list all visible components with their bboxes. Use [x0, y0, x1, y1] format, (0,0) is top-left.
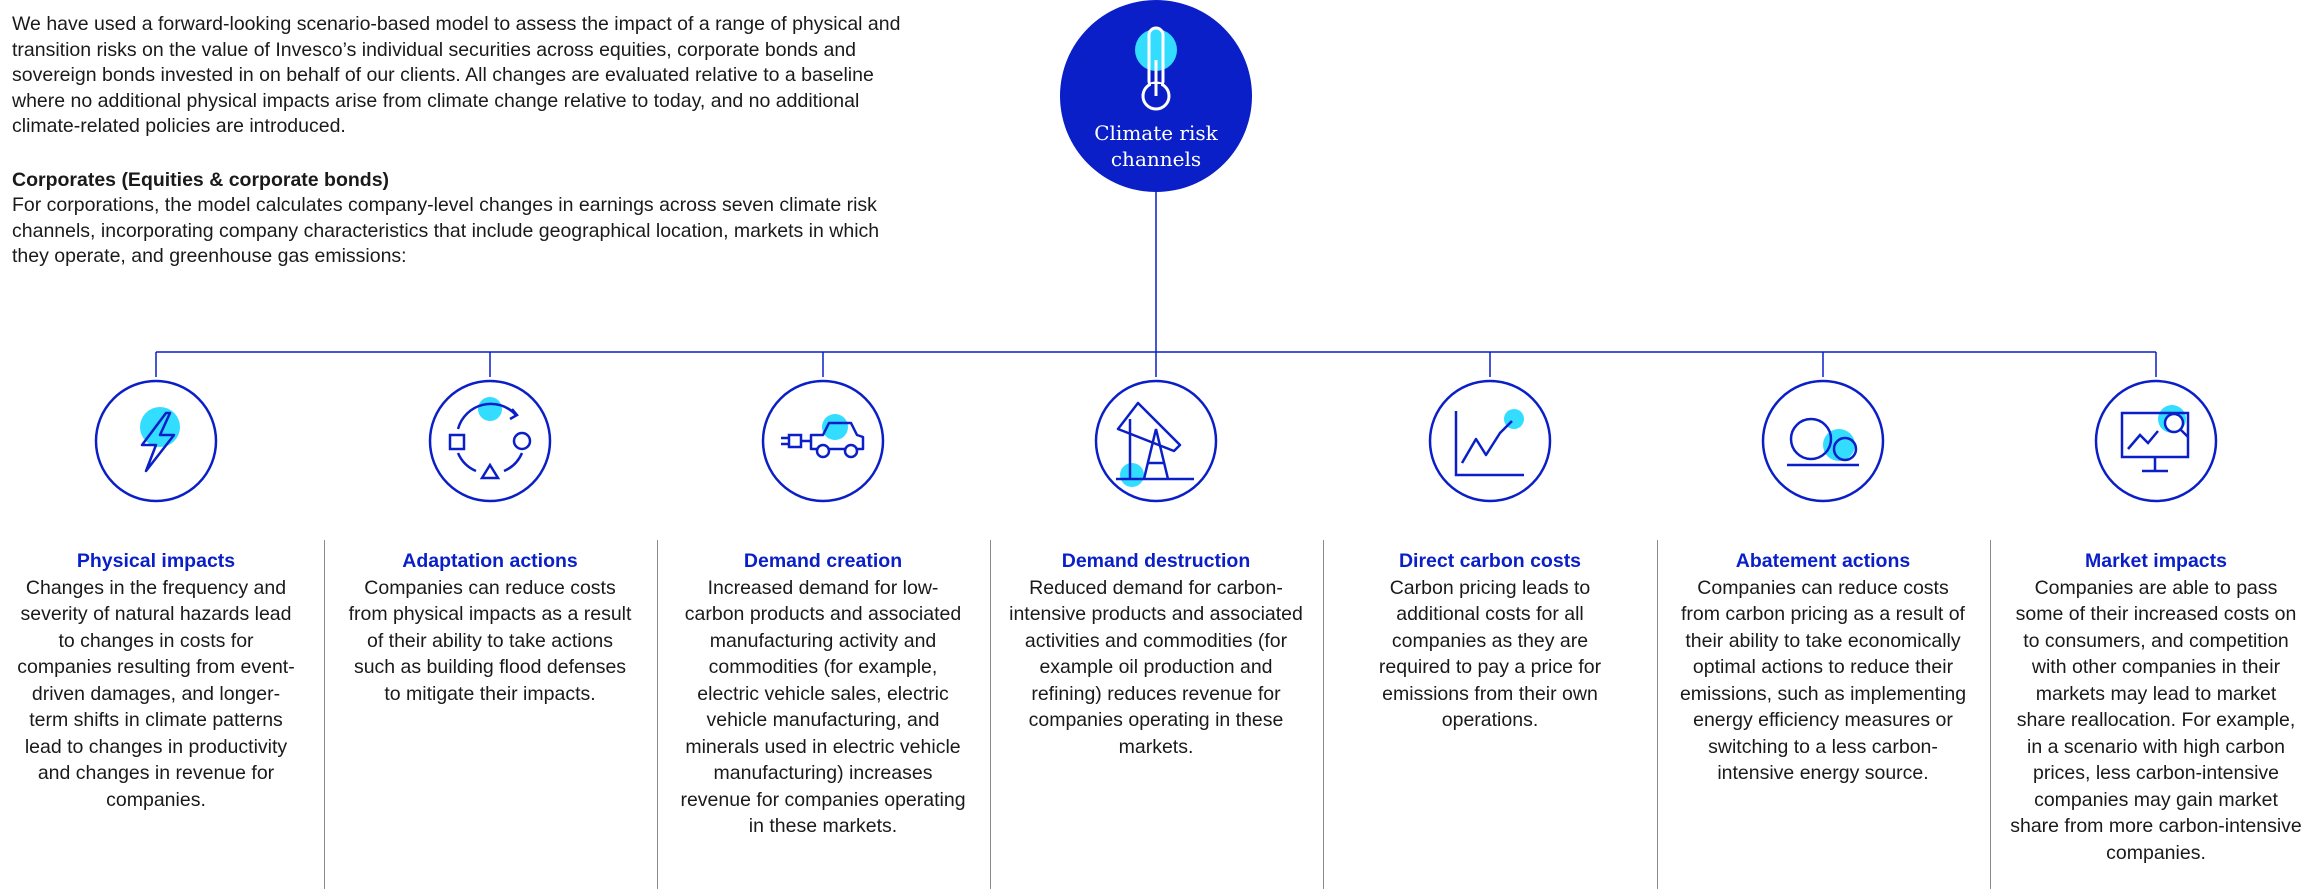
corporates-subheading: Corporates (Equities & corporate bonds) — [12, 168, 390, 191]
column-divider — [1657, 540, 1658, 889]
column-divider — [657, 540, 658, 889]
channel-description: Increased demand for low-carbon products… — [680, 576, 966, 838]
channel-adaptation-actions: Adaptation actions Companies can reduce … — [335, 548, 645, 707]
channel-title: Adaptation actions — [402, 550, 578, 572]
channel-direct-carbon-costs: Direct carbon costs Carbon pricing leads… — [1335, 548, 1645, 734]
column-divider — [1990, 540, 1991, 889]
channel-demand-destruction: Demand destruction Reduced demand for ca… — [1001, 548, 1311, 760]
intro-text-block: We have used a forward-looking scenario-… — [12, 12, 912, 270]
cycle-arrows-icon — [428, 379, 552, 503]
circles-icon — [1761, 379, 1885, 503]
channel-title: Market impacts — [2085, 550, 2227, 572]
hub-label-line2: channels — [1110, 147, 1202, 171]
oil-pump-jack-icon — [1094, 379, 1218, 503]
intro-paragraph: We have used a forward-looking scenario-… — [12, 13, 901, 137]
channel-title: Demand destruction — [1061, 550, 1251, 572]
monitor-magnifier-icon — [2094, 379, 2218, 503]
channel-title: Demand creation — [743, 550, 903, 572]
electric-car-plug-icon — [761, 379, 885, 503]
channel-title: Abatement actions — [1735, 550, 1911, 572]
channel-description: Companies are able to pass some of their… — [2010, 576, 2302, 864]
column-divider — [990, 540, 991, 889]
column-divider — [324, 540, 325, 889]
corporates-paragraph: For corporations, the model calculates c… — [12, 194, 880, 267]
climate-risk-channels-hub: Climate risk channels — [1062, 2, 1250, 190]
channel-physical-impacts: Physical impacts Changes in the frequenc… — [1, 548, 311, 813]
channel-description: Changes in the frequency and severity of… — [17, 576, 295, 811]
thermometer-icon — [1135, 26, 1177, 111]
channel-title: Direct carbon costs — [1398, 550, 1582, 572]
channel-description: Companies can reduce costs from carbon p… — [1679, 576, 1967, 785]
hub-label: Climate risk channels — [1062, 120, 1250, 172]
rising-line-chart-icon — [1428, 379, 1552, 503]
channel-description: Companies can reduce costs from physical… — [348, 576, 632, 705]
channel-demand-creation: Demand creation Increased demand for low… — [668, 548, 978, 840]
hub-label-line1: Climate risk — [1094, 121, 1218, 145]
channel-description: Carbon pricing leads to additional costs… — [1378, 576, 1602, 732]
column-divider — [1323, 540, 1324, 889]
channel-description: Reduced demand for carbon-intensive prod… — [1009, 576, 1303, 758]
channel-abatement-actions: Abatement actions Companies can reduce c… — [1668, 548, 1978, 787]
channel-market-impacts: Market impacts Companies are able to pas… — [2001, 548, 2311, 866]
channel-title: Physical impacts — [76, 550, 236, 572]
lightning-bolt-icon — [94, 379, 218, 503]
